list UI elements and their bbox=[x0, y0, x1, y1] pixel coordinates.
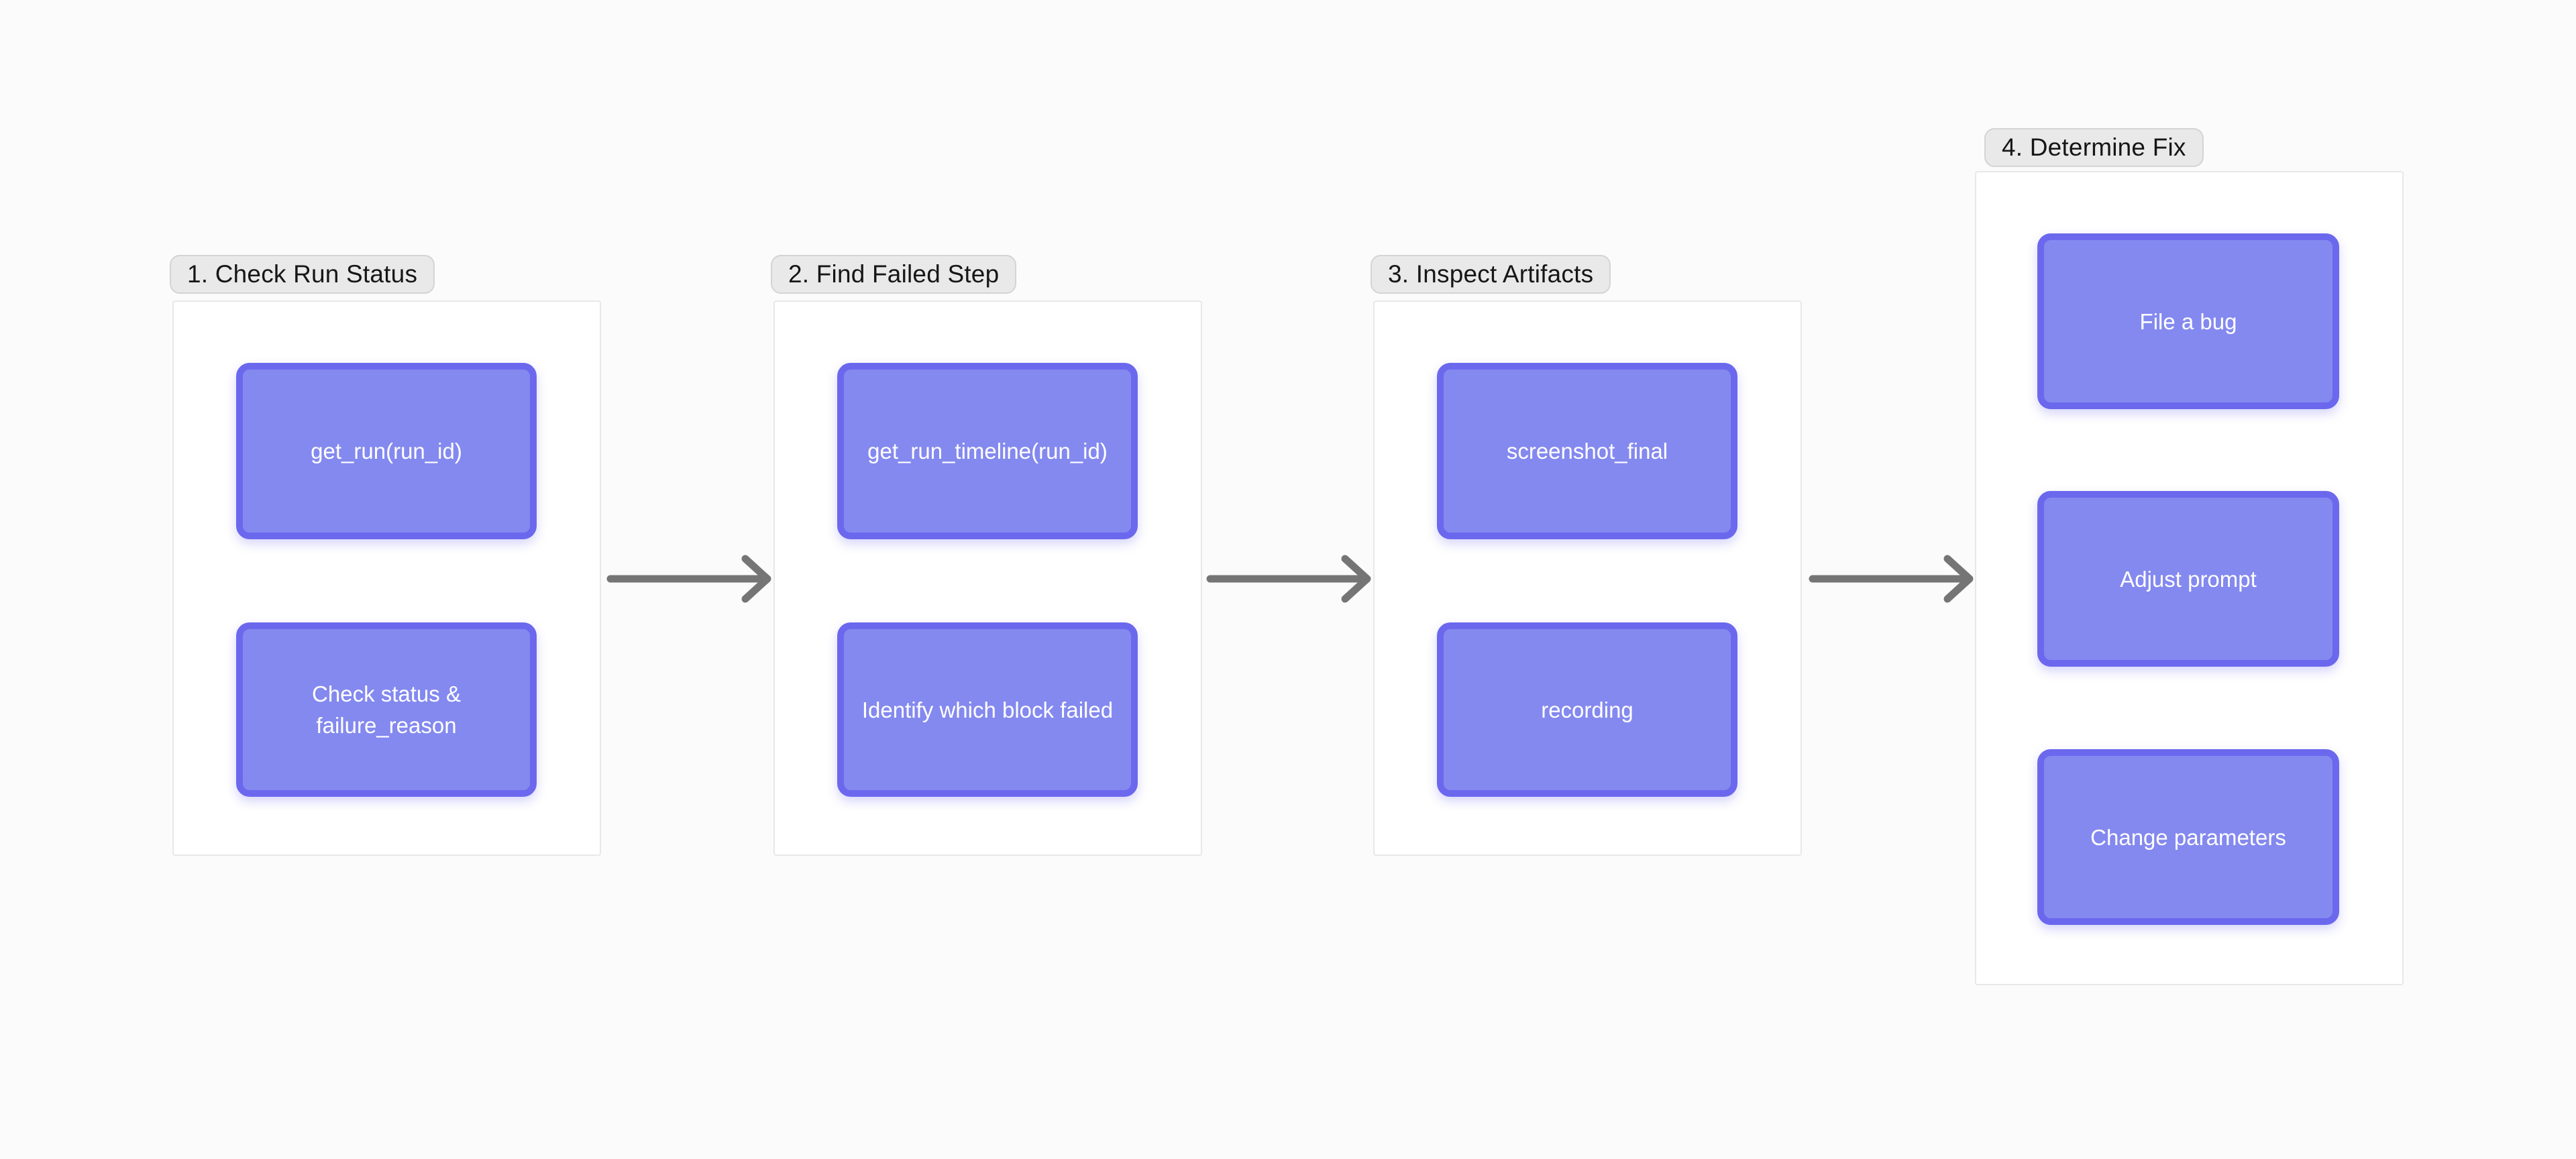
group-check-run-status: 1. Check Run Status get_run(run_id) Chec… bbox=[170, 255, 601, 856]
node-file-a-bug[interactable]: File a bug bbox=[2037, 233, 2339, 409]
node-identify-failed-block[interactable]: Identify which block failed bbox=[837, 622, 1138, 797]
group-label-inspect-artifacts[interactable]: 3. Inspect Artifacts bbox=[1371, 255, 1611, 294]
group-find-failed-step: 2. Find Failed Step get_run_timeline(run… bbox=[771, 255, 1202, 856]
connector-arrow-right-2[interactable] bbox=[1206, 549, 1371, 609]
connector-arrow-right-3[interactable] bbox=[1809, 549, 1974, 609]
node-adjust-prompt[interactable]: Adjust prompt bbox=[2037, 491, 2339, 667]
node-label: Adjust prompt bbox=[2120, 566, 2257, 592]
group-determine-fix: 4. Determine Fix File a bug Adjust promp… bbox=[1975, 128, 2404, 985]
node-label: recording bbox=[1541, 697, 1633, 722]
connector-arrow-right-1[interactable] bbox=[606, 549, 771, 609]
arrow-head-icon bbox=[741, 555, 771, 603]
group-label-check-run-status[interactable]: 1. Check Run Status bbox=[170, 255, 435, 294]
arrow-head-icon bbox=[1943, 555, 1974, 603]
node-change-parameters[interactable]: Change parameters bbox=[2037, 749, 2339, 925]
group-label-find-failed-step[interactable]: 2. Find Failed Step bbox=[771, 255, 1017, 294]
node-label: Check status & failure_reason bbox=[312, 681, 461, 738]
node-screenshot-final[interactable]: screenshot_final bbox=[1437, 363, 1737, 539]
node-label: Change parameters bbox=[2090, 824, 2286, 850]
group-label-determine-fix[interactable]: 4. Determine Fix bbox=[1984, 128, 2204, 167]
node-label: Identify which block failed bbox=[861, 697, 1114, 722]
node-get-run[interactable]: get_run(run_id) bbox=[236, 363, 537, 539]
node-label: File a bug bbox=[2139, 309, 2237, 334]
node-check-status-failure-reason[interactable]: Check status & failure_reason bbox=[236, 622, 537, 797]
node-label: get_run(run_id) bbox=[311, 439, 462, 463]
node-recording[interactable]: recording bbox=[1437, 622, 1737, 797]
node-label: get_run_timeline(run_id) bbox=[867, 439, 1108, 463]
arrow-head-icon bbox=[1341, 555, 1371, 603]
node-label: screenshot_final bbox=[1506, 439, 1668, 463]
group-inspect-artifacts: 3. Inspect Artifacts screenshot_final re… bbox=[1371, 255, 1802, 856]
node-get-run-timeline[interactable]: get_run_timeline(run_id) bbox=[837, 363, 1138, 539]
